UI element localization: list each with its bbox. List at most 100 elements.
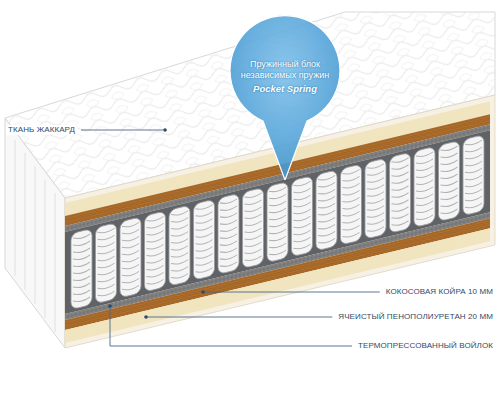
spring-coil <box>196 247 213 253</box>
spring-coil <box>220 220 237 226</box>
spring-coil <box>220 234 237 240</box>
leader-dot <box>201 290 205 294</box>
pocket-spring <box>71 229 92 310</box>
spring-coil <box>147 223 164 229</box>
spring-coil <box>416 159 433 165</box>
spring-coil <box>98 256 115 262</box>
spring-coil <box>318 217 335 223</box>
spring-coil <box>122 222 139 228</box>
spring-coil <box>122 264 139 270</box>
spring-coil <box>171 232 188 238</box>
spring-coil <box>441 209 458 215</box>
spring-coil <box>392 172 409 178</box>
spring-coil <box>318 238 335 244</box>
leader-dots <box>108 128 205 319</box>
spring-coil <box>367 192 384 198</box>
felt-layer <box>65 212 490 320</box>
spring-coil <box>343 218 360 224</box>
spring-coil <box>245 193 262 199</box>
part-label: ТКАНЬ ЖАККАРД <box>6 125 77 135</box>
spring-coil <box>343 204 360 210</box>
pocket-spring <box>243 187 264 268</box>
spring-coil <box>122 278 139 284</box>
spring-coil <box>171 253 188 259</box>
spring-coil <box>269 222 286 228</box>
spring-coil <box>416 187 433 193</box>
spring-coil <box>269 201 286 207</box>
spring-coil <box>343 190 360 196</box>
spring-coil <box>392 214 409 220</box>
spring-coil <box>196 268 213 274</box>
spring-coil <box>73 234 90 240</box>
spring-coil <box>465 182 482 188</box>
spring-coil <box>73 290 90 296</box>
spring-coil <box>441 174 458 180</box>
spring-pocket <box>218 193 239 274</box>
spring-pocket <box>145 211 166 292</box>
spring-coil <box>465 140 482 146</box>
leader-line <box>203 292 380 293</box>
spring-coil <box>196 212 213 218</box>
spring-coil <box>98 228 115 234</box>
spring-coil <box>73 276 90 282</box>
pocket-spring <box>439 141 460 222</box>
spring-coil <box>98 235 115 241</box>
bubble-shape <box>230 16 340 180</box>
spring-coil <box>441 146 458 152</box>
spring-coil <box>465 196 482 202</box>
spring-coil <box>294 237 311 243</box>
spring-coil <box>367 178 384 184</box>
spring-coil <box>171 225 188 231</box>
spring-coil <box>220 213 237 219</box>
side-stitching <box>15 140 55 332</box>
pocket-spring <box>316 170 337 251</box>
pocket-spring <box>365 158 386 239</box>
spring-coil <box>147 272 164 278</box>
spring-coil <box>416 194 433 200</box>
leader-dot <box>163 128 167 132</box>
spring-coil <box>122 229 139 235</box>
spring-coil <box>318 224 335 230</box>
spring-coil <box>269 229 286 235</box>
spring-coil <box>147 258 164 264</box>
spring-coil <box>196 233 213 239</box>
spring-pocket <box>169 205 190 286</box>
spring-coil <box>269 236 286 242</box>
spring-coil <box>343 211 360 217</box>
leader-line <box>81 130 163 131</box>
spring-coil <box>392 200 409 206</box>
spring-coil <box>269 187 286 193</box>
pocket-spring <box>267 182 288 263</box>
spring-coil <box>343 225 360 231</box>
bubble-subheading: Pocket Spring <box>253 83 317 95</box>
spring-coil <box>171 246 188 252</box>
spring-coil <box>171 274 188 280</box>
spring-coil <box>367 185 384 191</box>
callout-bubble: Пружинный блок независимых пружинPocket … <box>225 15 345 180</box>
spring-coil <box>318 182 335 188</box>
spring-coil <box>416 215 433 221</box>
spring-coil <box>147 237 164 243</box>
spring-coil <box>269 243 286 249</box>
spring-coil <box>318 210 335 216</box>
spring-coil <box>367 171 384 177</box>
spring-pocket <box>341 164 362 245</box>
spring-pocket <box>71 229 92 310</box>
spring-coil <box>392 207 409 213</box>
spring-coil <box>220 227 237 233</box>
pocket-spring <box>169 205 190 286</box>
pocket-spring <box>341 164 362 245</box>
spring-coil <box>343 176 360 182</box>
spring-coil <box>196 261 213 267</box>
pocket-spring <box>145 211 166 292</box>
spring-coil <box>441 202 458 208</box>
spring-coil <box>245 214 262 220</box>
leader-lines <box>81 130 380 346</box>
spring-coil <box>294 195 311 201</box>
spring-coil <box>392 186 409 192</box>
spring-coil <box>294 216 311 222</box>
spring-pocket <box>267 182 288 263</box>
spring-pocket <box>365 158 386 239</box>
spring-coil <box>343 169 360 175</box>
